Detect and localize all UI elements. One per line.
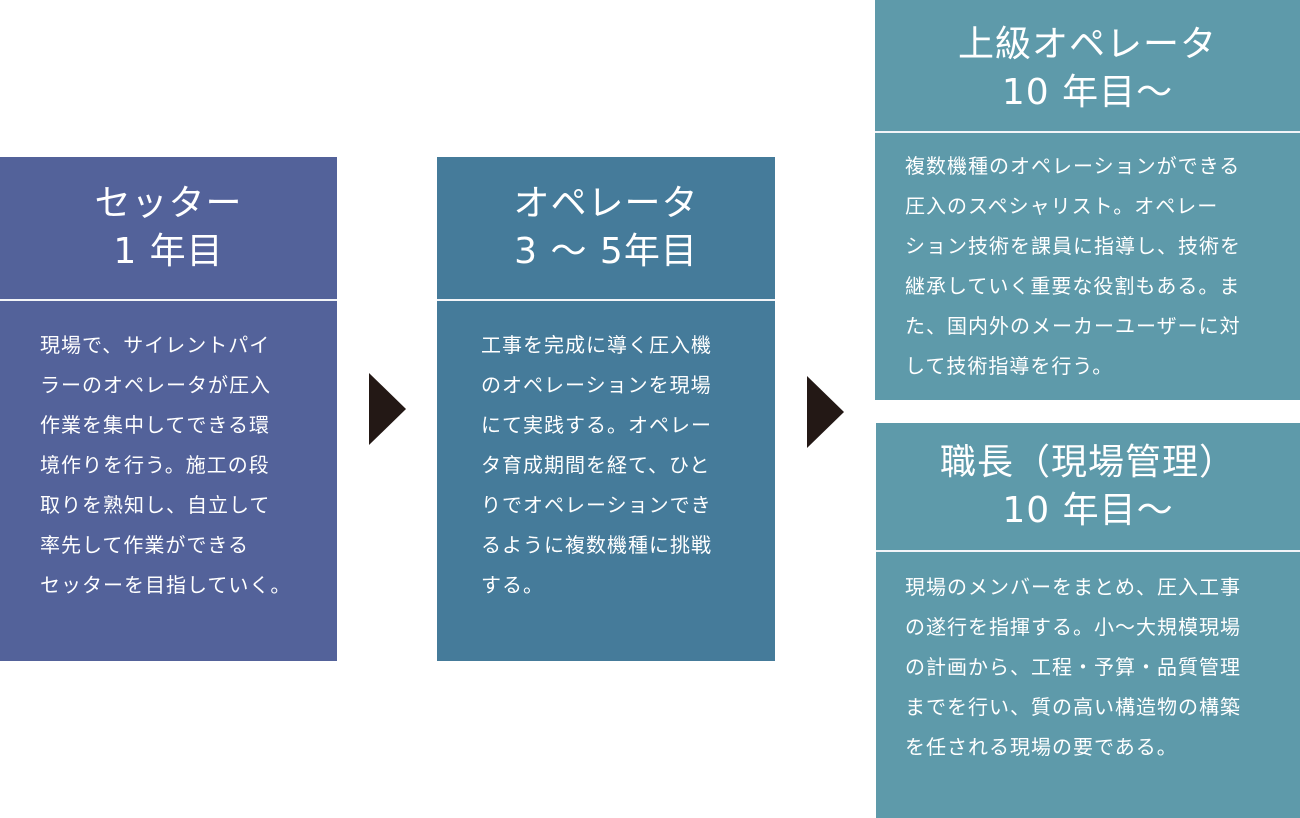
card-divider xyxy=(876,550,1300,552)
description-line: 圧入のスペシャリスト。オペレー xyxy=(905,194,1219,218)
description-line: までを行い、質の高い構造物の構築 xyxy=(905,695,1241,719)
card-description: 現場のメンバーをまとめ、圧入工事 の遂行を指揮する。小〜大規模現場 の計画から、… xyxy=(876,567,1300,767)
card-years: 10 年目〜 xyxy=(1002,489,1174,531)
card-divider xyxy=(0,299,337,301)
triangle-right-icon xyxy=(807,376,844,448)
card-description: 複数機種のオペレーションができる 圧入のスペシャリスト。オペレー ション技術を課… xyxy=(875,146,1300,386)
description-line: 継承していく重要な役割もある。ま xyxy=(905,274,1241,298)
career-card-operator: オペレータ 3 〜 5年目 工事を完成に導く圧入機 のオペレーションを現場 にて… xyxy=(437,157,775,661)
card-title: オペレータ xyxy=(513,183,699,224)
card-years: 1 年目 xyxy=(113,231,224,272)
card-title: 上級オペレータ xyxy=(957,23,1217,65)
description-line: た、国内外のメーカーユーザーに対 xyxy=(905,314,1241,338)
triangle-right-icon xyxy=(369,373,406,445)
description-line: する。 xyxy=(481,573,544,597)
description-line: の計画から、工程・予算・品質管理 xyxy=(905,655,1241,679)
description-line: ラーのオペレータが圧入 xyxy=(40,373,271,397)
card-years: 3 〜 5年目 xyxy=(514,231,698,272)
description-line: 境作りを行う。施工の段 xyxy=(40,453,270,477)
card-years: 10 年目〜 xyxy=(1001,71,1174,113)
description-line: 複数機種のオペレーションができる xyxy=(905,154,1241,178)
description-line: ション技術を課員に指導し、技術を xyxy=(905,234,1241,258)
description-line: して技術指導を行う。 xyxy=(905,354,1114,378)
card-divider xyxy=(875,131,1300,133)
card-description: 現場で、サイレントパイ ラーのオペレータが圧入 作業を集中してできる環 境作りを… xyxy=(0,325,337,605)
card-title: 職長（現場管理） xyxy=(939,441,1236,483)
description-line: 現場で、サイレントパイ xyxy=(40,333,271,357)
description-line: のオペレーションを現場 xyxy=(481,373,712,397)
description-line: の遂行を指揮する。小〜大規模現場 xyxy=(905,615,1241,639)
card-divider xyxy=(437,299,775,301)
career-card-senior-operator: 上級オペレータ 10 年目〜 複数機種のオペレーションができる 圧入のスペシャリ… xyxy=(875,0,1300,400)
description-line: 工事を完成に導く圧入機 xyxy=(481,333,712,357)
card-header: 職長（現場管理） 10 年目〜 xyxy=(876,423,1300,550)
card-title: セッター xyxy=(94,183,243,224)
description-line: タ育成期間を経て、ひと xyxy=(481,453,711,477)
description-line: るように複数機種に挑戦 xyxy=(481,533,712,557)
card-header: オペレータ 3 〜 5年目 xyxy=(437,157,775,299)
description-line: 現場のメンバーをまとめ、圧入工事 xyxy=(905,575,1241,599)
card-header: セッター 1 年目 xyxy=(0,157,337,299)
card-description: 工事を完成に導く圧入機 のオペレーションを現場 にて実践する。オペレー タ育成期… xyxy=(437,325,775,605)
career-card-chief: 職長（現場管理） 10 年目〜 現場のメンバーをまとめ、圧入工事 の遂行を指揮す… xyxy=(876,423,1300,818)
description-line: にて実践する。オペレー xyxy=(481,413,712,437)
description-line: セッターを目指していく。 xyxy=(40,573,292,597)
description-line: を任される現場の要である。 xyxy=(905,735,1178,759)
description-line: 率先して作業ができる xyxy=(40,533,249,557)
description-line: 取りを熟知し、自立して xyxy=(40,493,271,517)
career-card-setter: セッター 1 年目 現場で、サイレントパイ ラーのオペレータが圧入 作業を集中し… xyxy=(0,157,337,661)
description-line: りでオペレーションでき xyxy=(481,493,712,517)
card-header: 上級オペレータ 10 年目〜 xyxy=(875,0,1300,131)
description-line: 作業を集中してできる環 xyxy=(40,413,270,437)
